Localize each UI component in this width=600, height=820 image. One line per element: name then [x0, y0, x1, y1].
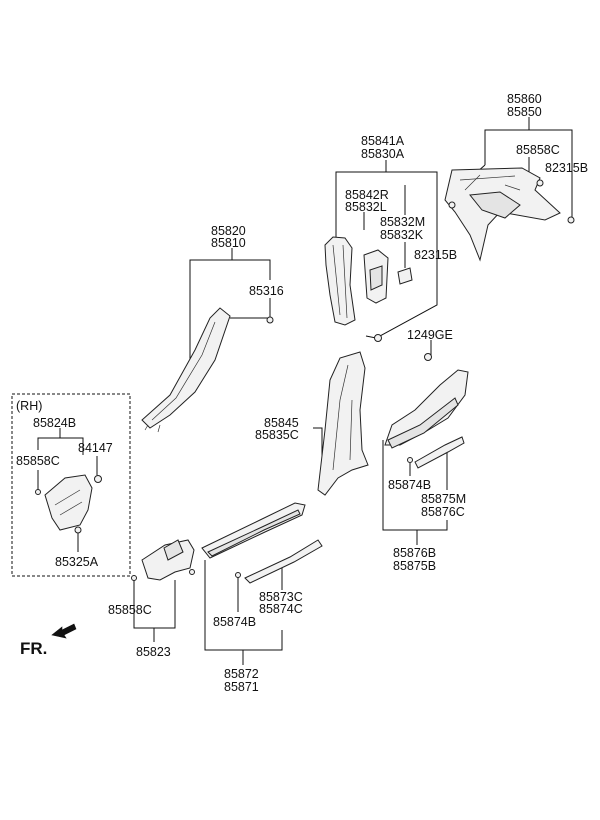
part-kick-panel [131, 539, 195, 581]
label-rh: (RH) [16, 399, 42, 413]
label-85316: 85316 [249, 284, 284, 298]
label-85842r: 85842R [345, 188, 389, 202]
part-rear-scuff-plate [384, 353, 469, 469]
part-center-pillar-trim [324, 236, 413, 342]
label-85858c-top: 85858C [516, 143, 560, 157]
label-85325a: 85325A [55, 555, 99, 569]
label-85823: 85823 [136, 645, 171, 659]
label-85835c: 85835C [255, 428, 299, 442]
front-arrow-icon [51, 623, 77, 639]
label-85876b: 85876B [393, 546, 436, 560]
label-85845: 85845 [264, 416, 299, 430]
label-85876c: 85876C [421, 505, 465, 519]
part-rh-bracket [35, 474, 102, 534]
label-85860: 85860 [507, 92, 542, 106]
label-85830a: 85830A [361, 147, 405, 161]
label-85841a: 85841A [361, 134, 405, 148]
label-85875m: 85875M [421, 492, 466, 506]
label-82315b-mid: 82315B [414, 248, 457, 262]
part-labels: 85860 85850 85858C 82315B 85841A 85830A … [16, 92, 588, 694]
label-85872: 85872 [224, 667, 259, 681]
label-85810: 85810 [211, 236, 246, 250]
label-85832k: 85832K [380, 228, 424, 242]
leader-lines [37, 117, 573, 665]
label-85850: 85850 [507, 105, 542, 119]
label-85873c: 85873C [259, 590, 303, 604]
part-center-lower-trim [317, 351, 369, 496]
label-82315b-top: 82315B [545, 161, 588, 175]
label-85820: 85820 [211, 224, 246, 238]
label-front-direction: FR. [20, 639, 47, 658]
label-84147: 84147 [78, 441, 113, 455]
label-85874c: 85874C [259, 602, 303, 616]
part-quarter-trim-upper [444, 167, 575, 262]
label-85875b: 85875B [393, 559, 436, 573]
label-85874b-bottom: 85874B [213, 615, 256, 629]
label-85874b-right: 85874B [388, 478, 431, 492]
label-85871: 85871 [224, 680, 259, 694]
part-front-pillar-trim [141, 307, 274, 433]
part-front-scuff-plate [201, 502, 323, 584]
label-85832m: 85832M [380, 215, 425, 229]
label-85824b: 85824B [33, 416, 76, 430]
label-85858c-rh: 85858C [16, 454, 60, 468]
label-85832l: 85832L [345, 200, 387, 214]
label-85858c-bottom: 85858C [108, 603, 152, 617]
label-1249ge: 1249GE [407, 328, 453, 342]
